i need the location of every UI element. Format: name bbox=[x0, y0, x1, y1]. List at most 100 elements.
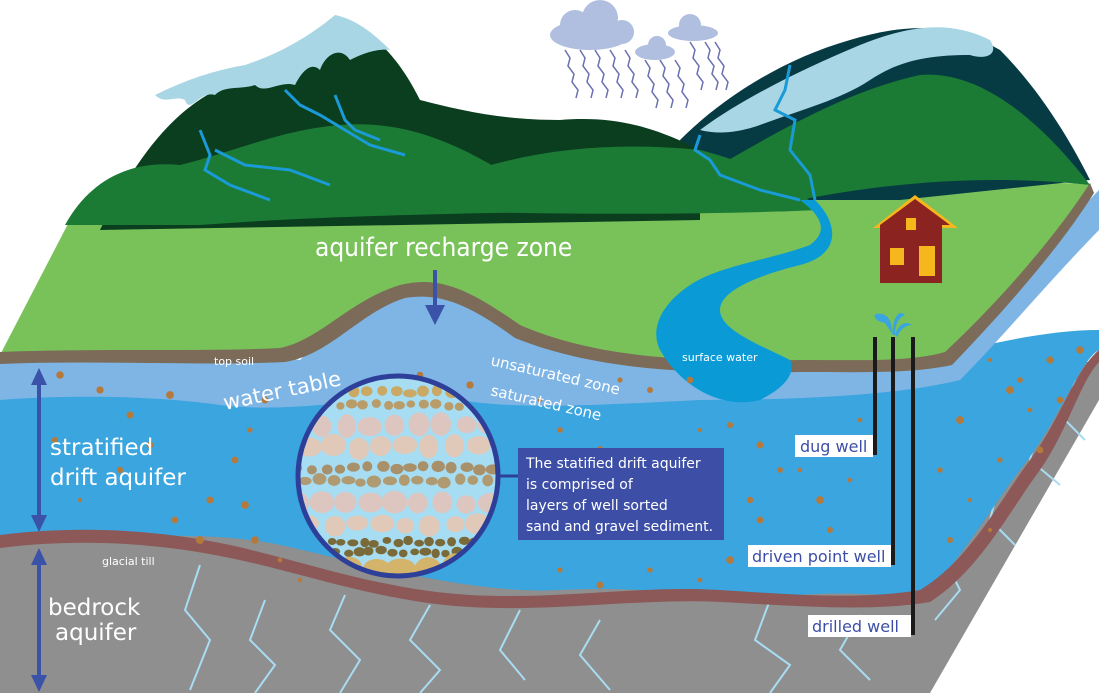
pebble bbox=[419, 547, 432, 556]
sediment-dot bbox=[997, 457, 1003, 463]
pebble bbox=[444, 401, 454, 411]
pebble bbox=[408, 412, 430, 437]
sediment-dot bbox=[537, 397, 543, 403]
pebble bbox=[456, 416, 477, 434]
pebble bbox=[347, 462, 360, 472]
sediment-dot bbox=[816, 496, 824, 504]
snow-cap-right bbox=[700, 27, 994, 133]
sediment-dot bbox=[126, 411, 134, 419]
sediment-dot bbox=[956, 416, 964, 424]
pebble bbox=[384, 400, 394, 410]
pebble bbox=[441, 549, 450, 558]
sediment-dot bbox=[726, 556, 734, 564]
pebble bbox=[341, 476, 356, 485]
sediment-dot bbox=[1036, 446, 1044, 454]
pebble bbox=[430, 399, 442, 409]
stratified-label-line1: stratified bbox=[50, 435, 153, 461]
pebble bbox=[418, 399, 429, 409]
sediment-dot bbox=[206, 496, 214, 504]
house-icon bbox=[873, 195, 958, 283]
pebble bbox=[345, 399, 358, 409]
info-line-1: The statified drift aquifer bbox=[525, 456, 701, 472]
sediment-dot bbox=[557, 427, 563, 433]
pebble bbox=[454, 402, 464, 411]
info-line-2: is comprised of bbox=[526, 477, 634, 493]
pebble bbox=[366, 475, 382, 488]
pebble bbox=[387, 548, 398, 557]
pebble bbox=[403, 535, 413, 546]
sediment-dot bbox=[847, 477, 853, 483]
sediment-dot bbox=[596, 581, 604, 589]
sediment-dot bbox=[171, 516, 179, 524]
pebble bbox=[393, 538, 404, 548]
glacial-till-label: glacial till bbox=[102, 555, 155, 568]
pebble bbox=[368, 539, 379, 548]
pebble bbox=[447, 537, 457, 547]
pebble bbox=[430, 412, 452, 436]
pebble bbox=[467, 475, 479, 485]
driven-point-well-label: driven point well bbox=[752, 547, 885, 566]
sediment-dot bbox=[251, 536, 259, 544]
pebble bbox=[309, 491, 335, 514]
sediment-dot bbox=[1046, 356, 1054, 364]
pebble bbox=[437, 476, 451, 489]
sediment-dot bbox=[51, 436, 59, 444]
pebble bbox=[455, 473, 466, 485]
drilled-well-label: drilled well bbox=[812, 617, 899, 636]
water-spout-icon bbox=[874, 312, 912, 337]
raindrop bbox=[704, 41, 719, 91]
sediment-dot bbox=[277, 557, 283, 563]
top-soil-label: top soil bbox=[214, 355, 254, 368]
pebble bbox=[414, 539, 425, 547]
pebble bbox=[298, 476, 312, 486]
pebble bbox=[431, 384, 442, 397]
pebble bbox=[360, 386, 373, 397]
pebble bbox=[336, 402, 345, 410]
bedrock-label-line1: bedrock bbox=[48, 595, 141, 621]
sediment-dot bbox=[96, 386, 104, 394]
pebble bbox=[334, 464, 346, 474]
pebble bbox=[456, 495, 476, 514]
sediment-dot bbox=[647, 387, 653, 393]
pebble bbox=[312, 473, 327, 485]
pebble bbox=[324, 515, 346, 537]
pebble bbox=[435, 538, 446, 547]
info-line-3: layers of well sorted bbox=[526, 498, 668, 514]
pebble bbox=[390, 463, 404, 475]
meadow-layer bbox=[0, 182, 1090, 367]
sediment-dot bbox=[697, 577, 703, 583]
pebble bbox=[348, 437, 369, 460]
sediment-dot bbox=[77, 497, 83, 503]
pebble bbox=[358, 492, 384, 513]
top-soil-layer bbox=[0, 183, 1094, 373]
info-box: The statified drift aquifer is comprised… bbox=[518, 448, 724, 540]
pebble bbox=[337, 414, 356, 439]
pebble bbox=[360, 537, 370, 548]
sediment-dot bbox=[56, 371, 64, 379]
sediment-dot bbox=[1027, 407, 1033, 413]
pebble bbox=[418, 515, 440, 537]
pebble bbox=[327, 537, 337, 545]
dug-well-label: dug well bbox=[800, 437, 867, 456]
cloud-icon bbox=[550, 0, 718, 60]
pebble bbox=[446, 516, 465, 533]
pebble bbox=[363, 546, 374, 556]
stratified-label-line2: drift aquifer bbox=[50, 465, 186, 491]
raindrop bbox=[714, 41, 729, 91]
sediment-dot bbox=[647, 567, 653, 573]
mountain-streams bbox=[198, 64, 817, 202]
pebble bbox=[370, 435, 392, 457]
surface-water-label: surface water bbox=[682, 351, 758, 364]
sediment-dot bbox=[297, 577, 303, 583]
pebble bbox=[398, 549, 408, 558]
rain-clouds bbox=[550, 0, 729, 109]
pebble bbox=[460, 462, 474, 472]
pebble bbox=[344, 549, 354, 558]
raindrop bbox=[689, 41, 704, 91]
pebble bbox=[321, 464, 333, 475]
sediment-dot bbox=[116, 466, 124, 474]
sediment-dot bbox=[247, 427, 253, 433]
raindrop bbox=[594, 49, 609, 99]
pebble bbox=[425, 476, 438, 486]
raindrop bbox=[609, 49, 624, 99]
